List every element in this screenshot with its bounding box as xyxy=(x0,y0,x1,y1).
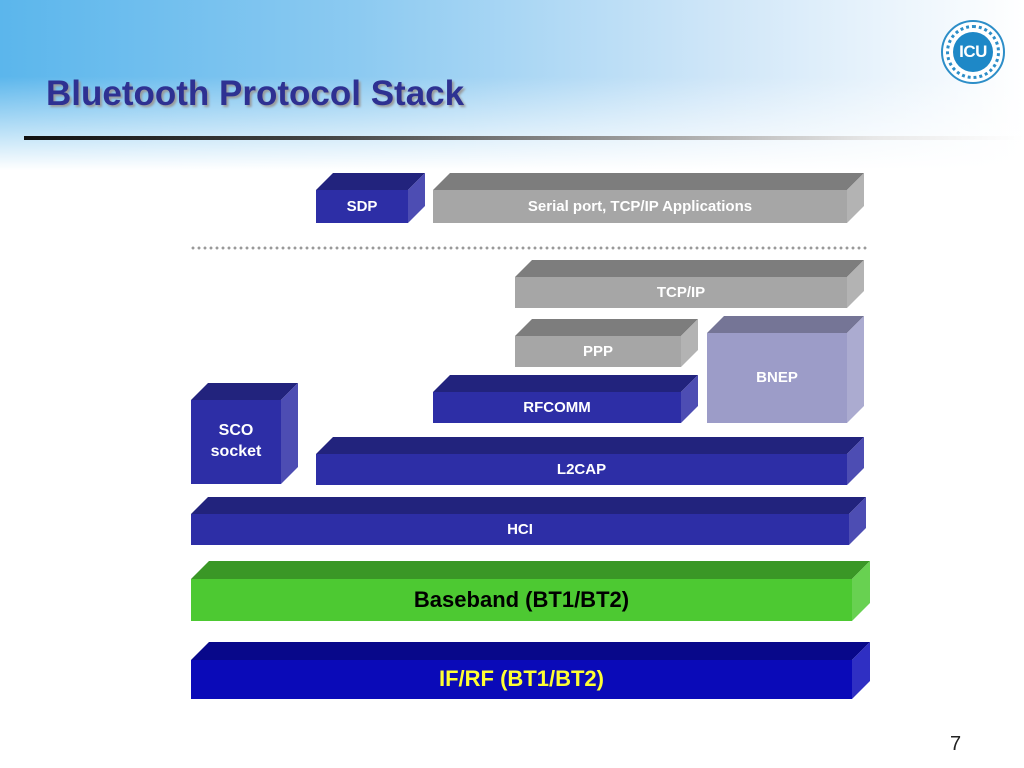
hci-side-face xyxy=(849,497,866,545)
layer-sco-socket-label: SCO socket xyxy=(191,400,281,484)
bnep-top-face xyxy=(707,316,864,333)
apps-side-face xyxy=(847,173,864,223)
layer-ppp-label: PPP xyxy=(582,342,613,360)
sdp-front-face xyxy=(316,190,408,223)
layer-baseband: Baseband (BT1/BT2) xyxy=(191,561,870,621)
page-number: 7 xyxy=(950,733,962,755)
ifrf-top-face xyxy=(191,642,870,660)
layer-if-rf-label: IF/RF (BT1/BT2) xyxy=(439,666,604,692)
layer-baseband-label: Baseband (BT1/BT2) xyxy=(413,586,630,612)
layer-ppp: PPP xyxy=(515,319,698,367)
sco-top-face xyxy=(191,383,298,400)
tcpip-front-face xyxy=(515,277,847,308)
layer-bnep: BNEP xyxy=(707,316,864,423)
header-background xyxy=(0,0,1024,170)
university-logo-icon: ICU xyxy=(941,20,1005,84)
apps-top-face xyxy=(433,173,864,190)
ifrf-shape xyxy=(191,642,870,699)
sco-label-line1: SCO xyxy=(218,422,254,440)
l2cap-side-face xyxy=(847,437,864,485)
logo-ring xyxy=(946,25,1000,79)
layer-bnep-label: BNEP xyxy=(756,369,798,387)
logo-text: ICU xyxy=(953,32,993,72)
ppp-side-face xyxy=(681,319,698,367)
l2cap-top-face xyxy=(316,437,864,454)
ppp-front-face xyxy=(515,336,681,367)
layer-if-rf: IF/RF (BT1/BT2) xyxy=(191,642,870,699)
sdp-side-face xyxy=(408,173,425,223)
rfcomm-side-face xyxy=(681,375,698,423)
hci-top-face xyxy=(191,497,866,514)
layer-rfcomm-label: RFCOMM xyxy=(523,398,591,416)
baseband-front-face xyxy=(191,579,852,621)
bnep-shape xyxy=(707,316,864,423)
layer-l2cap: L2CAP xyxy=(316,437,864,485)
layer-rfcomm: RFCOMM xyxy=(433,375,698,423)
sco-side-face xyxy=(281,383,298,484)
layer-applications-label: Serial port, TCP/IP Applications xyxy=(527,197,753,215)
layer-sco-socket: SCO socket xyxy=(191,383,298,484)
layer-sdp-label: SDP xyxy=(346,197,378,215)
baseband-shape xyxy=(191,561,870,621)
layer-l2cap-label: L2CAP xyxy=(556,460,607,478)
hci-front-face xyxy=(191,514,849,545)
sdp-shape xyxy=(316,173,425,223)
layer-hci: HCI xyxy=(191,497,866,545)
layer-hci-label: HCI xyxy=(507,520,533,538)
l2cap-shape xyxy=(316,437,864,485)
baseband-side-face xyxy=(852,561,870,621)
bnep-side-face xyxy=(847,316,864,423)
sdp-top-face xyxy=(316,173,425,190)
title-underline xyxy=(24,136,1024,140)
rfcomm-top-face xyxy=(433,375,698,392)
tcpip-shape xyxy=(515,260,864,308)
layer-tcpip-label: TCP/IP xyxy=(656,283,706,301)
l2cap-front-face xyxy=(316,454,847,485)
rfcomm-front-face xyxy=(433,392,681,423)
apps-front-face xyxy=(433,190,847,223)
slide-title: Bluetooth Protocol Stack xyxy=(46,74,465,113)
hci-shape xyxy=(191,497,866,545)
tcpip-top-face xyxy=(515,260,864,277)
ppp-shape xyxy=(515,319,698,367)
baseband-top-face xyxy=(191,561,870,579)
apps-shape xyxy=(433,173,864,223)
ifrf-side-face xyxy=(852,642,870,699)
sco-front-face xyxy=(191,400,281,484)
layer-sdp: SDP xyxy=(316,173,425,223)
ppp-top-face xyxy=(515,319,698,336)
bnep-front-face xyxy=(707,333,847,423)
rfcomm-shape xyxy=(433,375,698,423)
tcpip-side-face xyxy=(847,260,864,308)
sco-label-line2: socket xyxy=(210,443,262,460)
sco-shape xyxy=(191,383,298,484)
dotted-separator xyxy=(190,246,868,250)
ifrf-front-face xyxy=(191,660,852,699)
layer-applications: Serial port, TCP/IP Applications xyxy=(433,173,864,223)
layer-tcpip: TCP/IP xyxy=(515,260,864,308)
